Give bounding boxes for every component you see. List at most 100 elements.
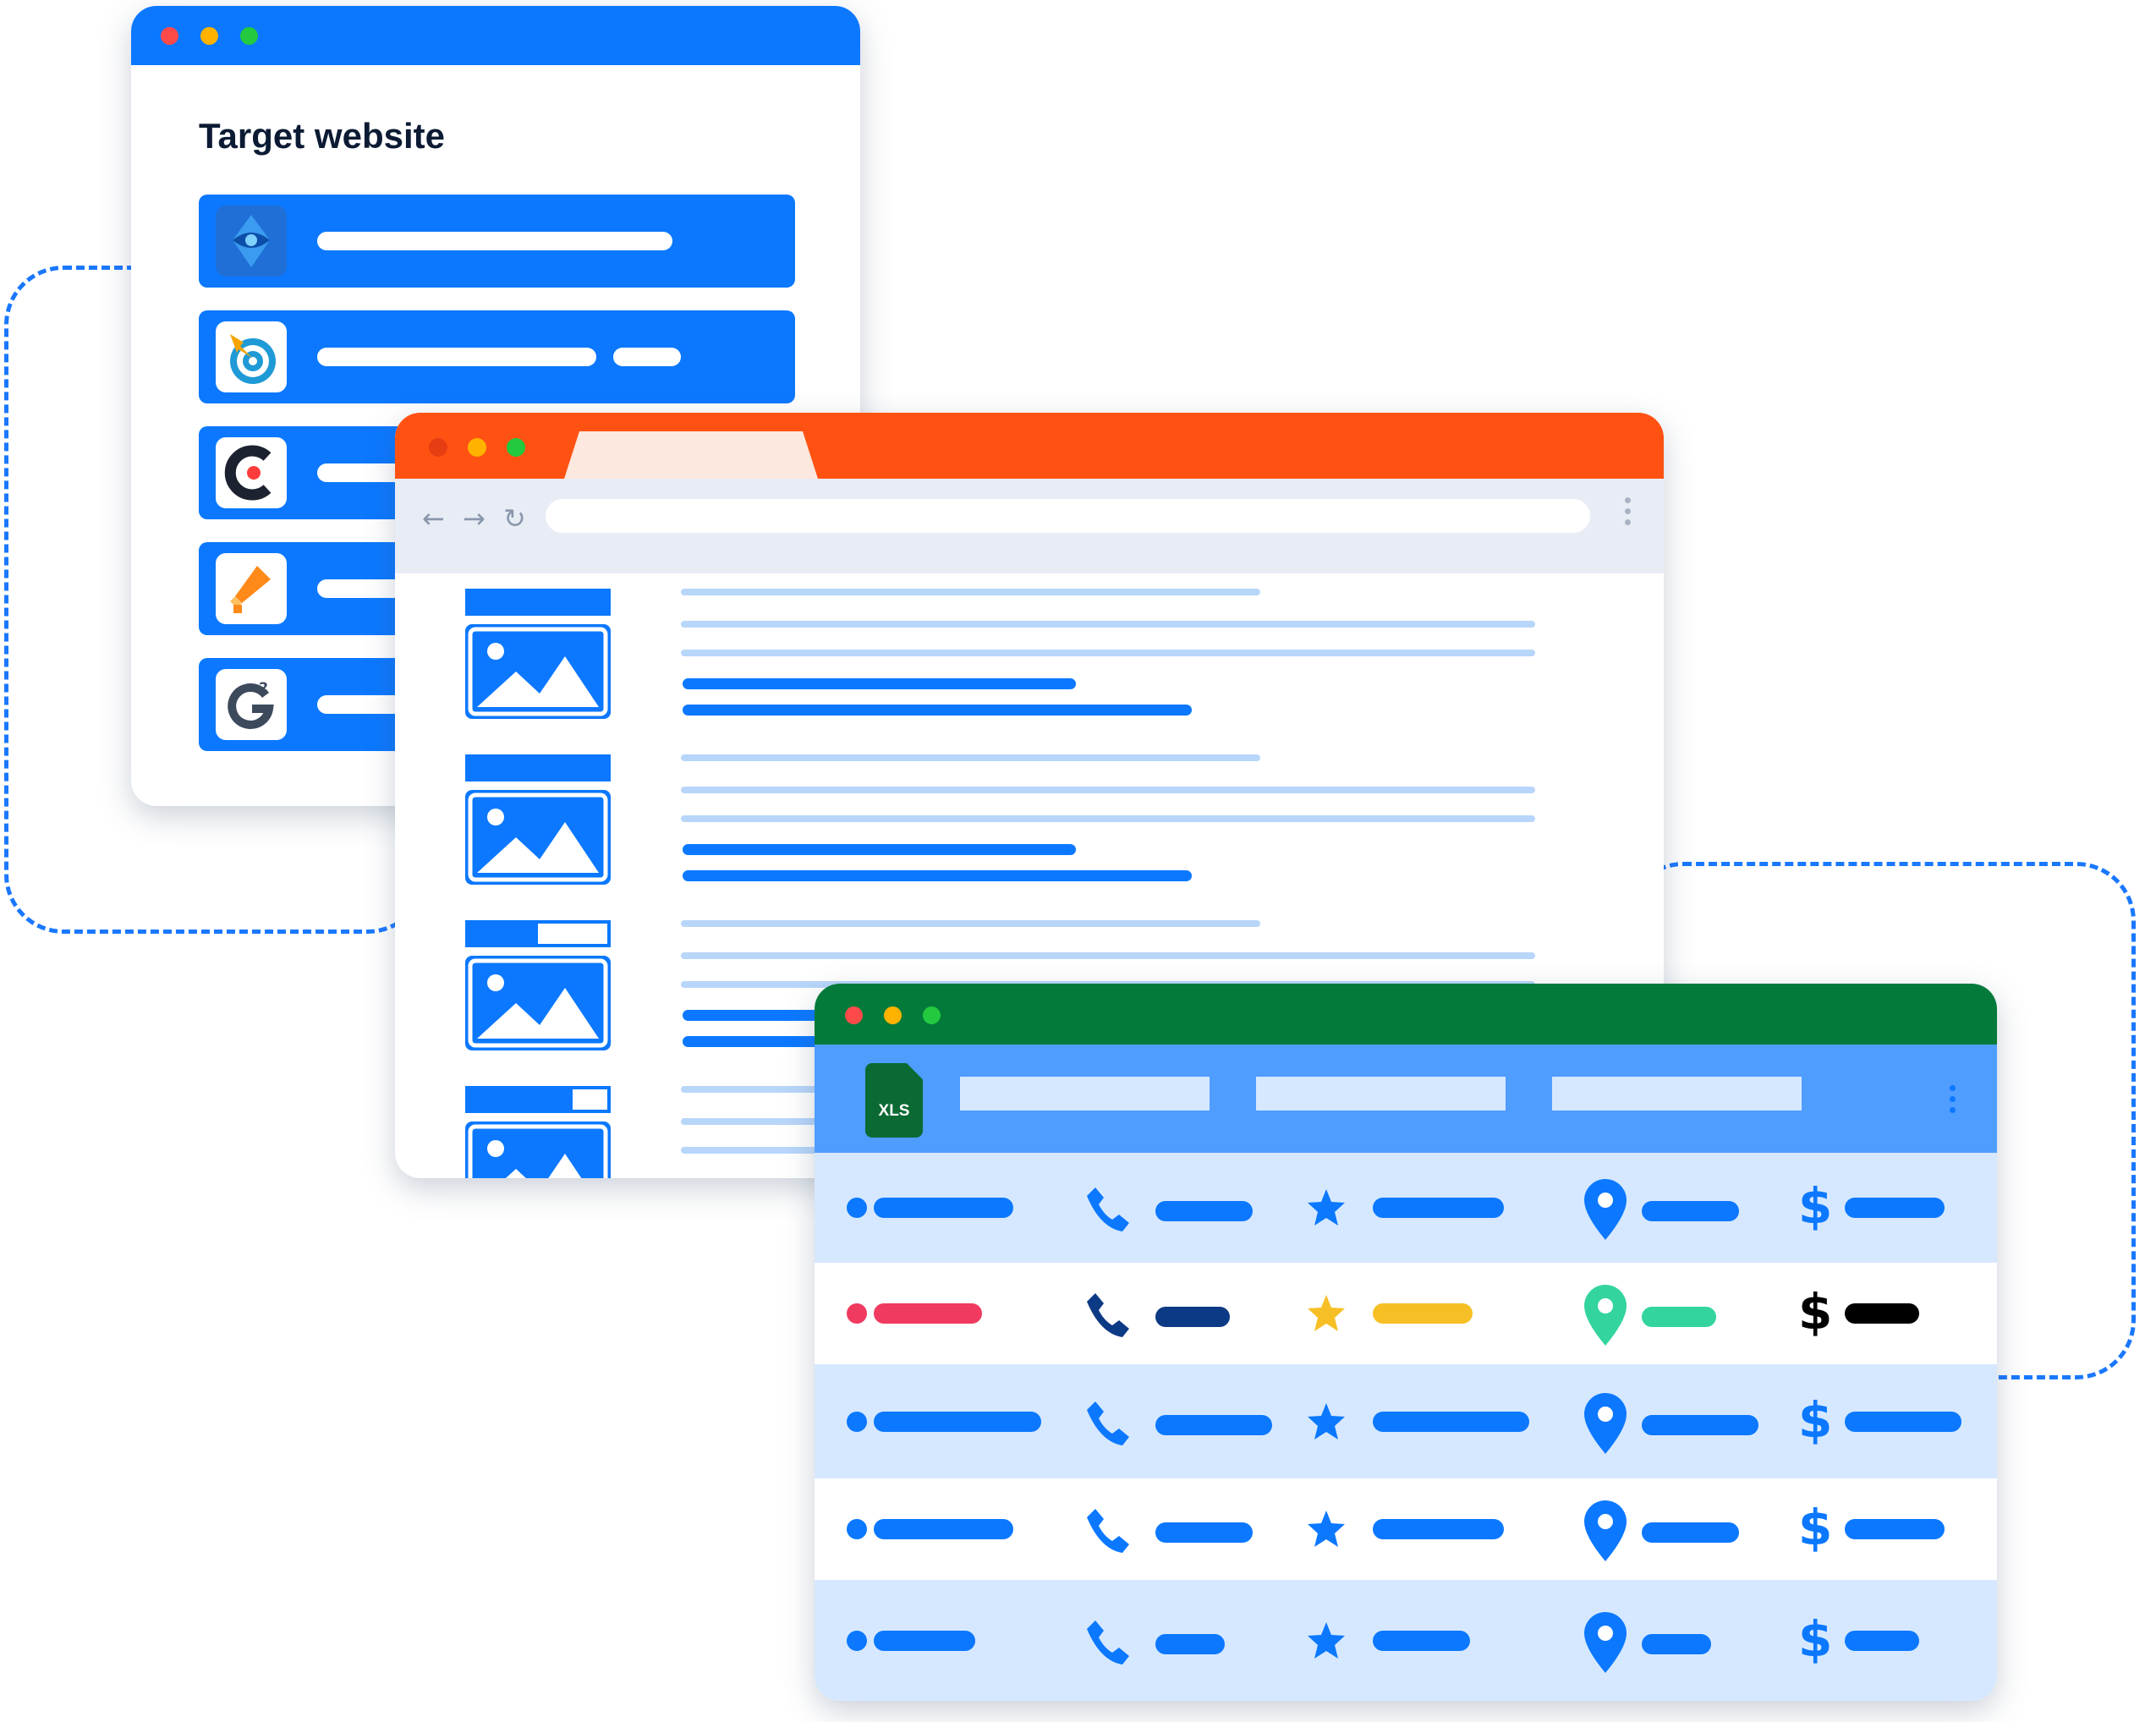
cell-value-bar xyxy=(1642,1201,1739,1221)
bullet-dot-icon xyxy=(847,1198,867,1218)
spreadsheet-titlebar xyxy=(815,984,1997,1045)
cell-value-bar xyxy=(1845,1630,1919,1651)
site-row-1[interactable] xyxy=(199,195,795,288)
svg-text:2: 2 xyxy=(259,679,268,695)
dollar-icon: $ xyxy=(1798,1499,1833,1556)
result-link-line[interactable] xyxy=(683,870,1192,881)
dollar-icon: $ xyxy=(1798,1390,1833,1449)
cell-value-bar xyxy=(1373,1519,1504,1539)
browser-navbar: ← → ↻ xyxy=(395,479,1664,573)
thumbnail-bar xyxy=(465,754,611,781)
bullet-dot-icon xyxy=(847,1519,867,1539)
xls-file-icon: XLS xyxy=(865,1063,923,1138)
result-text-line xyxy=(681,589,1260,595)
cell-value-bar xyxy=(1642,1522,1739,1543)
bullet-dot-icon xyxy=(847,1411,867,1432)
minimize-dot[interactable] xyxy=(468,438,486,457)
header-cell[interactable] xyxy=(1256,1077,1506,1111)
result-text-line xyxy=(681,920,1260,927)
spreadsheet-menu-icon[interactable] xyxy=(1950,1085,1956,1118)
cell-value-bar xyxy=(1155,1414,1272,1435)
close-dot[interactable] xyxy=(161,27,178,45)
site-row-2[interactable] xyxy=(199,310,795,403)
thumbnail-bar xyxy=(465,589,611,616)
cell-value-bar xyxy=(874,1519,1013,1539)
minimize-dot[interactable] xyxy=(884,1006,902,1024)
site-row-text xyxy=(317,232,672,250)
cell-value-bar xyxy=(874,1198,1013,1218)
site-row-text-short xyxy=(613,348,681,366)
cell-value-bar xyxy=(1155,1522,1253,1543)
data-row[interactable]: $ xyxy=(815,1478,1997,1580)
phone-icon xyxy=(1083,1398,1133,1451)
result-text-line xyxy=(681,621,1535,628)
result-text-line xyxy=(681,754,1260,761)
phone-icon xyxy=(1083,1184,1133,1237)
star-icon xyxy=(1305,1187,1347,1233)
cell-value-bar xyxy=(1155,1307,1230,1327)
result-text-line xyxy=(681,787,1535,793)
close-dot[interactable] xyxy=(429,438,447,457)
data-row[interactable]: $ xyxy=(815,1580,1997,1701)
cell-value-bar xyxy=(1642,1307,1716,1327)
image-placeholder-icon xyxy=(465,1121,611,1178)
reload-icon[interactable]: ↻ xyxy=(503,502,526,535)
data-row[interactable]: $ xyxy=(815,1364,1997,1478)
target-window-titlebar xyxy=(131,6,860,65)
minimize-dot[interactable] xyxy=(200,27,218,45)
star-icon xyxy=(1305,1620,1347,1666)
dollar-icon: $ xyxy=(1798,1610,1833,1668)
phone-icon xyxy=(1083,1617,1133,1670)
forward-arrow-icon[interactable]: → xyxy=(463,502,486,535)
result-thumbnail[interactable] xyxy=(465,1086,611,1178)
spreadsheet-header: XLS xyxy=(815,1045,1997,1153)
bullet-dot-icon xyxy=(847,1630,867,1651)
data-row[interactable]: $ xyxy=(815,1263,1997,1364)
cell-value-bar xyxy=(1845,1411,1961,1432)
cell-value-bar xyxy=(1845,1198,1945,1218)
browser-tab[interactable] xyxy=(564,431,818,479)
cell-value-bar xyxy=(874,1303,982,1324)
star-icon xyxy=(1305,1401,1347,1447)
dollar-icon: $ xyxy=(1798,1283,1833,1341)
header-cell[interactable] xyxy=(960,1077,1210,1111)
spreadsheet-window: XLS $ $ $ $ $ xyxy=(815,984,1997,1701)
back-arrow-icon[interactable]: ← xyxy=(422,502,445,535)
cell-value-bar xyxy=(1845,1303,1919,1324)
cell-value-bar xyxy=(874,1411,1041,1432)
dollar-icon: $ xyxy=(1798,1177,1833,1235)
cell-value-bar xyxy=(1373,1198,1504,1218)
result-link-line[interactable] xyxy=(683,705,1192,716)
result-thumbnail[interactable] xyxy=(465,920,611,1050)
address-bar[interactable] xyxy=(546,499,1590,533)
maximize-dot[interactable] xyxy=(507,438,525,457)
site-row-text xyxy=(317,348,596,366)
target-arrow-logo-icon xyxy=(216,321,287,392)
result-link-line[interactable] xyxy=(683,678,1076,689)
close-dot[interactable] xyxy=(845,1006,863,1024)
cell-value-bar xyxy=(1155,1201,1253,1221)
target-window-title: Target website xyxy=(199,116,445,156)
cell-value-bar xyxy=(1642,1414,1758,1435)
image-placeholder-icon xyxy=(465,956,611,1050)
cell-value-bar xyxy=(1155,1633,1225,1654)
result-link-line[interactable] xyxy=(683,844,1076,855)
location-pin-icon xyxy=(1583,1283,1628,1352)
browser-menu-icon[interactable] xyxy=(1625,497,1632,530)
maximize-dot[interactable] xyxy=(240,27,258,45)
result-thumbnail[interactable] xyxy=(465,754,611,885)
header-cell[interactable] xyxy=(1552,1077,1802,1111)
star-icon xyxy=(1305,1508,1347,1555)
maximize-dot[interactable] xyxy=(923,1006,941,1024)
g2-logo-icon: 2 xyxy=(216,669,287,740)
cell-value-bar xyxy=(1642,1633,1711,1654)
result-text-line xyxy=(681,815,1535,822)
result-text-line xyxy=(681,650,1535,656)
xls-badge-label: XLS xyxy=(878,1102,910,1120)
phone-icon xyxy=(1083,1290,1133,1343)
phone-icon xyxy=(1083,1505,1133,1559)
capterra-c-logo-icon xyxy=(216,437,287,508)
data-row[interactable]: $ xyxy=(815,1153,1997,1263)
result-thumbnail[interactable] xyxy=(465,589,611,719)
result-text-line xyxy=(681,952,1535,959)
